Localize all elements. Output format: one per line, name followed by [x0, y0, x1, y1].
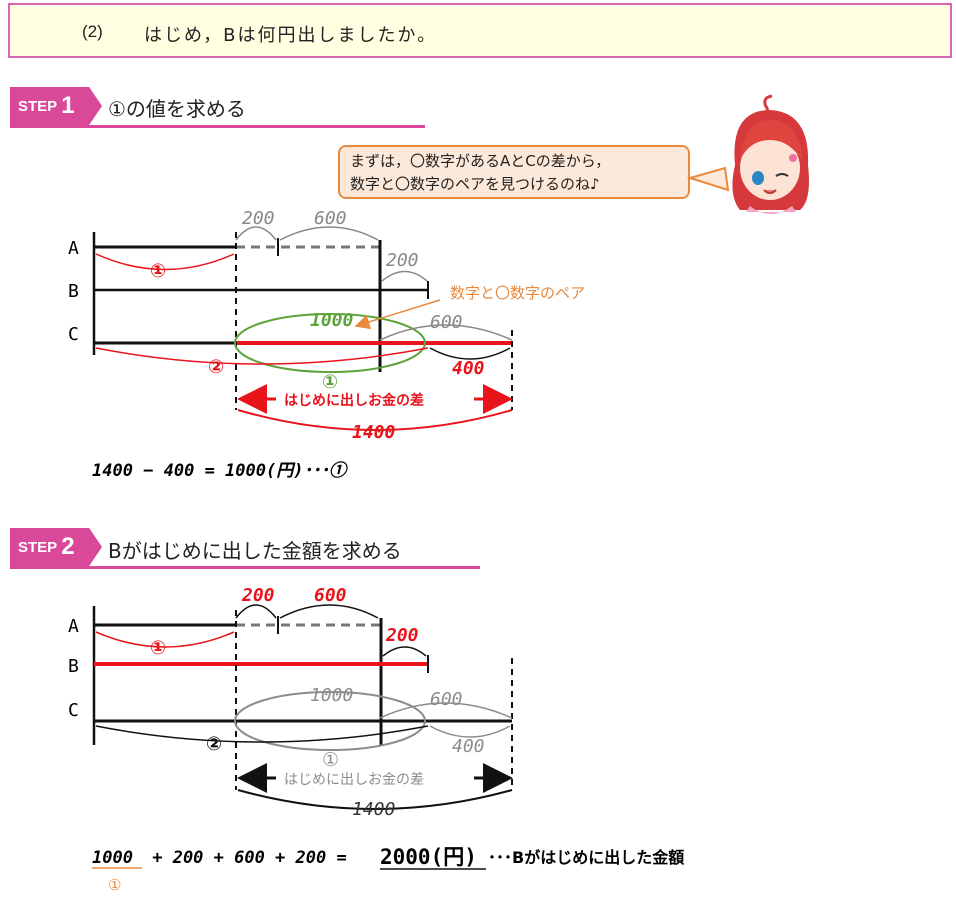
step2-title: Bがはじめに出した金額を求める [108, 539, 402, 563]
d1-pair-arrow [354, 299, 441, 330]
step2-badge: STEP 2 [10, 528, 102, 566]
character-illustration [686, 94, 809, 214]
d1-row-b-label: B [68, 281, 79, 302]
d1-green-ellipse [234, 313, 426, 373]
step1-title: ①の値を求める [108, 97, 246, 121]
d2-label-200-right: 200 [385, 625, 419, 646]
d2-brace-circle-2 [95, 725, 429, 743]
d1-circle-1-left: ① [150, 260, 166, 282]
d2-brace-400 [429, 725, 511, 738]
step2-underline [10, 566, 480, 569]
d1-circle-1-bottom: ① [322, 371, 338, 393]
d2-label-600-c: 600 [430, 689, 463, 710]
d1-brace-600-c [379, 324, 513, 341]
character-ahoge [763, 94, 773, 111]
d2-row-c-label: C [68, 700, 79, 721]
step1-badge: STEP 1 [10, 87, 102, 125]
d1-label-400: 400 [452, 358, 485, 379]
d1-brace-200-right [381, 270, 428, 282]
d1-brace-circle-1 [95, 253, 235, 271]
d1-brace-1400 [237, 409, 513, 431]
d2-row-a-label: A [68, 616, 79, 637]
d1-brace-circle-2 [95, 347, 429, 365]
d1-brace-600 [279, 226, 379, 241]
d2-eq-tail: ･･･Bがはじめに出した金額 [488, 848, 684, 867]
d1-brace-400 [429, 347, 511, 360]
d2-diff-label: はじめに出しお金の差 [284, 772, 424, 788]
d2-label-1400: 1400 [352, 799, 395, 820]
d2-label-200-top: 200 [241, 585, 275, 606]
d1-diff-label: はじめに出しお金の差 [284, 392, 424, 409]
bubble-tail [686, 166, 730, 192]
speech-bubble: まずは，〇数字があるAとCの差から， 数字と〇数字のペアを見つけるのね♪ [338, 145, 690, 199]
bubble-line-2: 数字と〇数字のペアを見つけるのね♪ [350, 175, 600, 193]
d2-label-600-top: 600 [314, 585, 347, 606]
d2-row-b-label: B [68, 656, 79, 677]
d2-eq-result: 2000(円) [380, 845, 477, 869]
d2-circle-1-left: ① [150, 637, 166, 659]
d2-eq-middle: + 200 + 600 + 200 = [142, 848, 357, 868]
character-bangs [740, 120, 803, 162]
d2-circle-2: ② [206, 733, 222, 755]
d1-row-c-label: C [68, 324, 79, 345]
question-text: はじめ，Bは何円出しましたか。 [144, 25, 438, 46]
d1-label-1000: 1000 [310, 310, 354, 331]
character-eye-left [752, 171, 764, 185]
d2-brace-600 [279, 604, 379, 619]
d2-eq-under: ① [108, 876, 121, 894]
character-hairclip [789, 154, 797, 162]
d1-row-a-label: A [68, 238, 79, 259]
character-mouth [763, 189, 777, 194]
d2-gray-ellipse [234, 691, 426, 751]
d2-brace-200-right [382, 646, 427, 657]
d2-eq-first: 1000 [92, 848, 133, 868]
character-eye-wink [775, 173, 789, 177]
bubble-line-1: まずは，〇数字があるAとCの差から， [350, 152, 611, 170]
step1-badge-word: STEP [18, 97, 58, 115]
d2-label-400: 400 [452, 736, 485, 757]
d1-circle-2: ② [208, 356, 224, 378]
d2-circle-1-bottom: ① [322, 749, 339, 771]
d1-label-200-right: 200 [386, 250, 419, 271]
step2-badge-word: STEP [18, 538, 58, 556]
d2-label-1000: 1000 [310, 685, 353, 706]
d1-label-200-top: 200 [242, 208, 275, 229]
d2-brace-1400 [237, 789, 513, 810]
d1-label-600-top: 600 [314, 208, 347, 229]
d2-brace-circle-1 [95, 631, 235, 648]
step1-underline [10, 125, 425, 128]
d1-pair-note: 数字と〇数字のペア [450, 284, 585, 302]
d1-brace-200 [235, 226, 277, 241]
d1-label-1400: 1400 [352, 422, 396, 443]
diagram-1: A B C 200 600 200 ① 1000 ① 数字と〇数字のペア 600… [68, 208, 585, 481]
step1-badge-number: 1 [61, 92, 75, 119]
diagram-2: A B C 200 600 200 ① 1000 ① 600 400 ② はじめ… [68, 585, 684, 894]
d1-label-600-c: 600 [430, 312, 463, 333]
character-collar [746, 206, 796, 214]
d1-equation: 1400 − 400 = 1000(円)･･･① [92, 461, 349, 481]
question-box: (2) はじめ，Bは何円出しましたか。 [8, 3, 952, 58]
d2-brace-600-c [379, 702, 513, 719]
d2-brace-200 [235, 604, 277, 619]
question-number: (2) [82, 22, 103, 41]
step2-badge-number: 2 [61, 533, 75, 560]
